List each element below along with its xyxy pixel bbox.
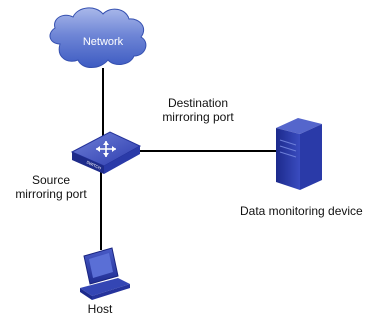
host-text: Host — [87, 302, 113, 316]
data-monitoring-device-label: Data monitoring device — [240, 204, 363, 218]
destination-line2: mirroring port — [162, 110, 234, 124]
network-text: Network — [82, 36, 124, 48]
destination-line1: Destination — [167, 96, 229, 110]
source-line2: mirroring port — [15, 187, 87, 201]
monitoring-device-text: Data monitoring device — [240, 204, 363, 218]
switch-text: SWITCH — [86, 159, 103, 170]
source-line1: Source — [31, 173, 71, 187]
host-computer-icon — [80, 247, 130, 300]
source-mirroring-port-label: Source mirroring port — [0, 173, 102, 201]
switch-icon: SWITCH — [70, 131, 142, 174]
destination-mirroring-port-label: Destination mirroring port — [138, 96, 258, 124]
network-cloud-icon — [49, 7, 147, 68]
host-label: Host — [70, 302, 130, 316]
server-icon — [276, 118, 322, 190]
network-label: Network — [63, 35, 143, 49]
